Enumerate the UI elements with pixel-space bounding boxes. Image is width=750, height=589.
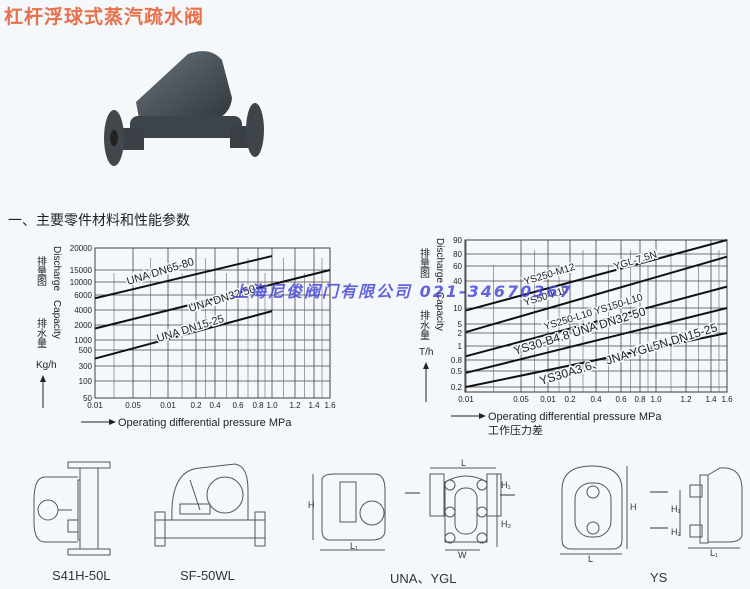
dim-ys-L1: L₁ xyxy=(710,548,718,558)
dim-L1: L₁ xyxy=(350,541,358,551)
x-tick-label: 1.2 xyxy=(289,401,301,410)
dim-W: W xyxy=(458,550,467,560)
ylabel-cn2: 排水量 xyxy=(418,309,430,340)
ylabel-unit: T/h xyxy=(419,347,433,358)
x-tick-label: 1.6 xyxy=(324,401,336,410)
y-tick-label: 100 xyxy=(79,377,93,386)
y-tick-label: 90 xyxy=(453,236,462,245)
section-heading: 一、主要零件材料和性能参数 xyxy=(8,213,190,229)
ylabel-cn2: 排水量 xyxy=(35,317,47,348)
drawing-una-ygl xyxy=(312,467,502,551)
x-tick-label: 0.2 xyxy=(564,395,576,404)
y-tick-label: 300 xyxy=(79,362,93,371)
dim-ys-H: H xyxy=(630,502,637,512)
x-tick-label: 0.6 xyxy=(232,401,244,410)
dim-H2: H₂ xyxy=(501,519,511,529)
x-tick-label: 1.0 xyxy=(650,395,662,404)
series-line xyxy=(465,307,728,374)
dim-ys-L: L xyxy=(588,554,593,564)
x-tick-label: 0.6 xyxy=(615,395,627,404)
ylabel-discharge: Discharge xyxy=(51,246,62,291)
series-line xyxy=(94,269,331,330)
dim-L: L xyxy=(461,458,466,468)
y-tick-label: 50 xyxy=(83,394,92,403)
dim-ys-H2: H₂ xyxy=(671,527,681,537)
x-tick-label: 0.8 xyxy=(252,401,264,410)
y-tick-label: 20000 xyxy=(70,244,93,253)
series-line xyxy=(94,310,273,360)
x-tick-label: 1.0 xyxy=(266,401,278,410)
y-tick-label: 5 xyxy=(458,320,463,329)
up-arrowhead-icon xyxy=(423,362,429,369)
y-tick-label: 80 xyxy=(453,250,462,259)
y-tick-label: 2 xyxy=(458,329,463,338)
x-tick-label: 0.4 xyxy=(209,401,221,410)
series-line xyxy=(465,285,728,358)
caption-una-ygl: UNA、YGL xyxy=(390,571,457,586)
x-tick-label: 0.01 xyxy=(87,401,103,410)
dim-H1: H₁ xyxy=(501,480,511,490)
y-tick-label: 10000 xyxy=(70,278,93,287)
x-tick-label: 0.8 xyxy=(634,395,646,404)
ylabel-capacity: Capacity xyxy=(51,300,62,339)
x-tick-label: 0.4 xyxy=(590,395,602,404)
y-tick-label: 40 xyxy=(453,277,462,286)
x-tick-label: 0.2 xyxy=(190,401,202,410)
x-tick-label: 1.4 xyxy=(308,401,320,410)
drawing-ys xyxy=(560,465,743,555)
discharge-chart-th: 0.01 0.05 0.01 0.2 0.4 0.6 0.8 1.0 1.2 1.4 1.6 90 80… xyxy=(418,236,734,435)
x-tick-label: 1.6 xyxy=(721,395,733,404)
y-tick-label: 6000 xyxy=(74,291,92,300)
y-tick-label: 60 xyxy=(453,262,462,271)
right-arrowhead-icon xyxy=(109,419,116,425)
series-line xyxy=(465,239,728,312)
y-tick-label: 0.2 xyxy=(451,383,463,392)
ylabel-discharge: Discharge xyxy=(434,238,445,283)
y-tick-label: 15000 xyxy=(70,266,93,275)
drawing-s41h xyxy=(33,461,111,556)
y-tick-label: 1 xyxy=(458,342,463,351)
x-tick-label: 0.01 xyxy=(458,395,474,404)
drawings: H L₁ L H₁ H₂ W H L H₁ H₂ L₁ xyxy=(33,458,743,564)
xlabel-cn: 工作压力差 xyxy=(488,423,543,435)
series-line xyxy=(94,255,273,300)
up-arrowhead-icon xyxy=(40,375,46,382)
x-tick-label: 1.4 xyxy=(705,395,717,404)
product-photo xyxy=(104,51,264,166)
caption-s41h: S41H-50L xyxy=(52,568,111,583)
x-tick-label: 0.01 xyxy=(160,401,176,410)
right-arrowhead-icon xyxy=(479,413,486,419)
ylabel-cn1: 排量图 xyxy=(35,255,47,287)
ylabel-cn1: 排量图 xyxy=(418,247,430,279)
ylabel-capacity: Capacity xyxy=(434,292,445,331)
y-tick-label: 4000 xyxy=(74,306,92,315)
x-tick-label: 0.05 xyxy=(125,401,141,410)
xlabel: Operating differential pressure MPa xyxy=(488,411,662,423)
series-line xyxy=(465,255,728,334)
series-line xyxy=(465,332,728,388)
y-tick-label: 10 xyxy=(453,304,462,313)
y-tick-label: 2000 xyxy=(74,321,92,330)
y-tick-label: 0.5 xyxy=(451,367,463,376)
watermark: 上海尼俊阀门有限公司 021-34670367 xyxy=(232,282,573,301)
caption-ys: YS xyxy=(650,570,668,585)
y-tick-label: 1000 xyxy=(74,336,92,345)
dim-ys-H1: H₁ xyxy=(671,504,681,514)
series-label: YGL-7.5N xyxy=(613,249,659,273)
x-tick-label: 1.2 xyxy=(680,395,692,404)
caption-sf50wl: SF-50WL xyxy=(180,568,235,583)
xlabel: Operating differential pressure MPa xyxy=(118,417,292,429)
y-tick-label: 500 xyxy=(79,346,93,355)
page-title: 杠杆浮球式蒸汽疏水阀 xyxy=(4,6,205,28)
y-tick-label: 0.8 xyxy=(451,356,463,365)
dim-H: H xyxy=(308,500,315,510)
drawing-sf50wl xyxy=(154,463,266,547)
ylabel-unit: Kg/h xyxy=(36,360,57,371)
x-tick-label: 0.05 xyxy=(513,395,529,404)
x-tick-label: 0.01 xyxy=(540,395,556,404)
